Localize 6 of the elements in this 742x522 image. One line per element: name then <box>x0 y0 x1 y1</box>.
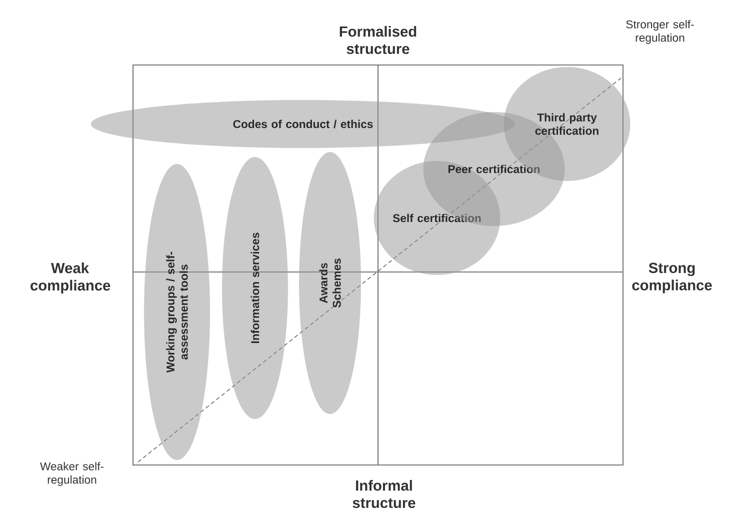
corner-label: Weaker self-regulation <box>40 462 104 486</box>
corner-label: Stronger self-regulation <box>626 20 694 44</box>
axis-label: Formalised structure <box>340 26 416 54</box>
axis-label: Informal structure <box>352 480 416 508</box>
axis-label: Weak compliance <box>30 262 110 294</box>
axis-label: Strong compliance <box>632 262 712 294</box>
